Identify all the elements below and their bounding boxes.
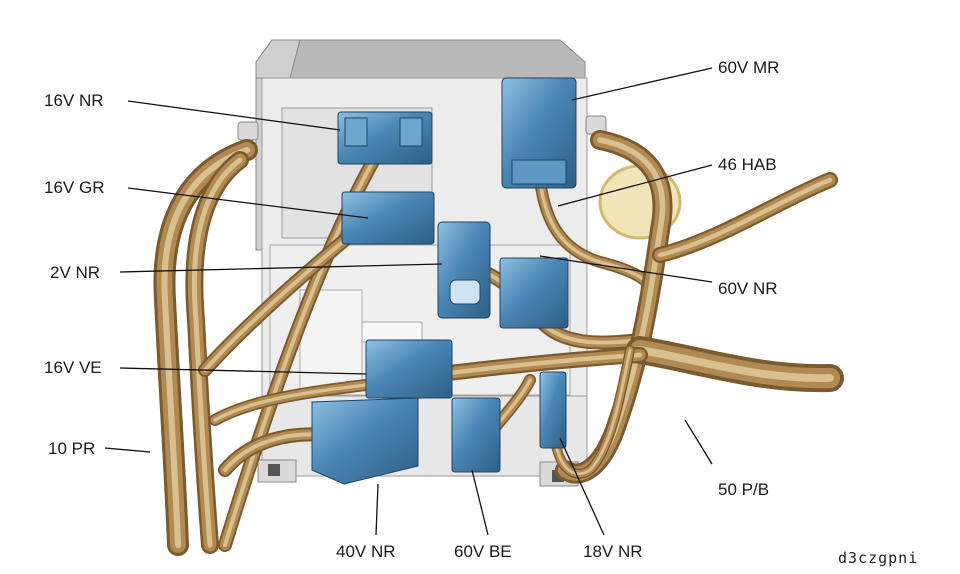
reference-code: d3czgpni <box>838 549 918 567</box>
label-60v-be: 60V BE <box>454 542 512 561</box>
connector-16v-nr-part <box>337 111 433 165</box>
label-60v-mr: 60V MR <box>718 58 779 77</box>
harness-tube <box>153 139 258 556</box>
connector-18v-nr-part <box>539 371 567 449</box>
connector-60v-be-part <box>451 397 501 473</box>
harness-tube <box>550 345 635 479</box>
wiring-harness <box>153 130 844 556</box>
connector-16v-ve-part <box>365 339 453 399</box>
label-2v-nr: 2V NR <box>50 263 100 282</box>
label-16v-ve: 16V VE <box>44 358 102 377</box>
connector-40v-nr-part <box>311 397 419 485</box>
labels: 16V NR 16V GR 2V NR 16V VE 10 PR 40V NR … <box>44 58 918 567</box>
leader-lines <box>104 67 713 536</box>
label-50-pb: 50 P/B <box>718 480 769 499</box>
label-18v-nr: 18V NR <box>583 542 643 561</box>
label-16v-nr: 16V NR <box>44 91 104 110</box>
label-10-pr: 10 PR <box>48 439 95 458</box>
connector-16v-gr-part <box>341 191 435 245</box>
label-40v-nr: 40V NR <box>336 542 396 561</box>
harness-tube <box>652 172 838 263</box>
label-60v-nr: 60V NR <box>718 279 778 298</box>
connector-60v-mr-part <box>501 77 577 189</box>
label-16v-gr: 16V GR <box>44 178 104 197</box>
label-46-hab: 46 HAB <box>718 155 777 174</box>
connector-60v-nr-part <box>499 257 569 329</box>
harness-tube <box>185 151 249 554</box>
connector-2v-nr-part <box>437 221 491 319</box>
harness-tube <box>626 336 844 393</box>
